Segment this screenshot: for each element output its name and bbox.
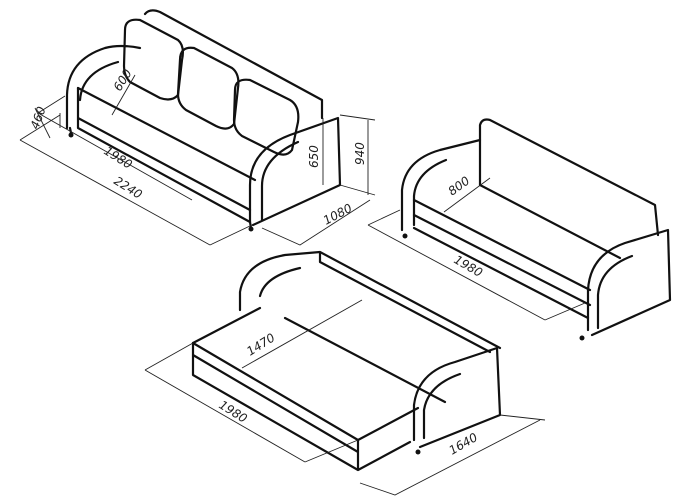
right-arm (586, 228, 672, 337)
dim-sleeping-width: 1470 (244, 330, 278, 358)
backrest-frame (238, 250, 502, 354)
dim-overall-height: 940 (353, 142, 367, 165)
dim-overall-depth: 1080 (321, 201, 355, 228)
sofa-view-cushions: 600 460 1980 2240 650 940 1080 (19, 9, 376, 246)
legs (68, 126, 253, 230)
seat-front-face (76, 86, 252, 224)
back-cushion-3 (232, 78, 300, 156)
leg-foot (68, 132, 74, 138)
dim-seat-depth: 800 (446, 173, 473, 198)
dim-overall-width: 2240 (111, 174, 145, 202)
leg-foot (579, 335, 585, 341)
leg-foot (248, 226, 254, 232)
back-top (143, 9, 324, 120)
left-arm (400, 138, 482, 232)
dim-seat-depth: 600 (111, 66, 135, 93)
mattress-front (191, 341, 412, 472)
seat-front-edge (76, 86, 257, 182)
sofa-view-seat: 800 1980 (367, 118, 672, 341)
dim-sleeping-length: 1980 (216, 398, 250, 426)
left-arm (65, 44, 142, 130)
right-arm (412, 346, 502, 449)
backrest (478, 118, 660, 260)
seat (412, 198, 592, 320)
leg-foot (415, 449, 421, 455)
back-cushion-2 (176, 46, 240, 130)
mattress-top (191, 306, 447, 442)
sofa-view-bed: 1470 1980 1640 (144, 250, 546, 496)
dim-inner-width: 1980 (101, 144, 135, 172)
leg-foot (402, 233, 408, 239)
right-arm (248, 116, 342, 227)
back-cushion-1 (122, 18, 184, 101)
dim-arm-height: 650 (307, 145, 321, 168)
